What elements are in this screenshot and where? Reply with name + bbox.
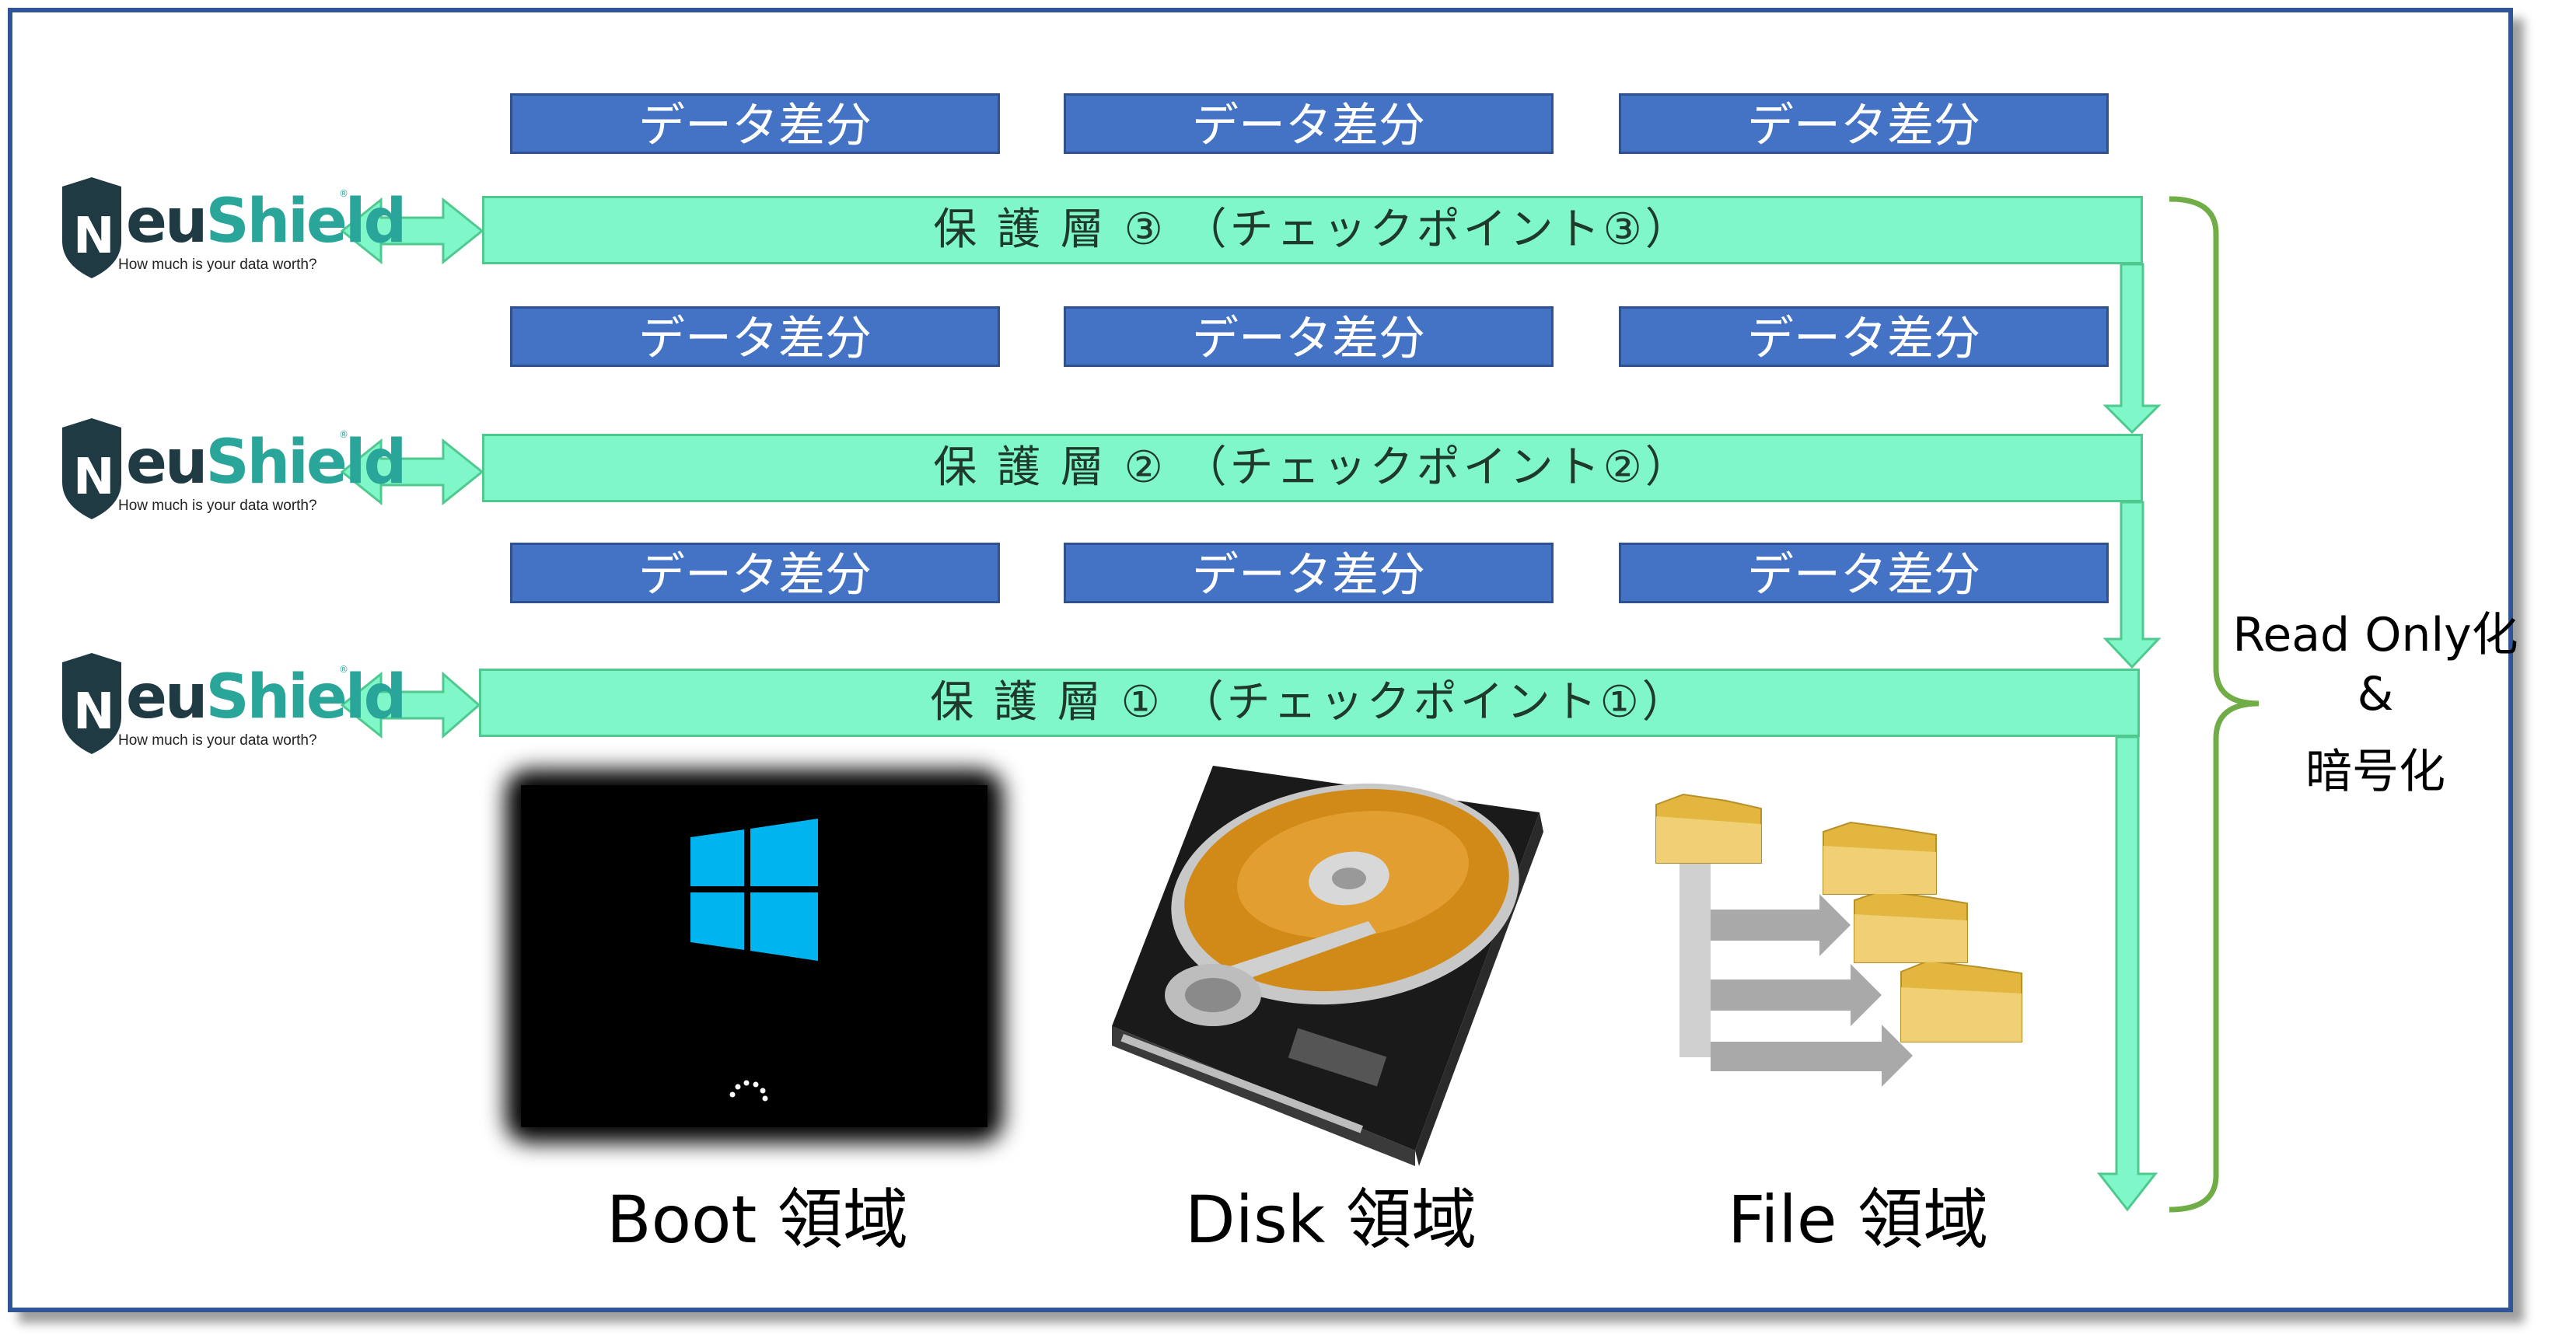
- logo-tagline: How much is your data worth?: [118, 498, 317, 514]
- side-label-line3: 暗号化: [2305, 745, 2445, 799]
- shield-icon: [62, 177, 121, 754]
- logo-eu: eu: [126, 428, 208, 498]
- logo-reg-mark: ®: [339, 664, 348, 675]
- data-diff-box: データ差分: [510, 93, 1000, 154]
- disk-region-caption: Disk 領域: [1185, 1182, 1477, 1258]
- logo-eu: eu: [126, 187, 208, 257]
- protection-layer-2: 保 護 層 ② （チェックポイント②）: [482, 434, 2143, 502]
- data-diff-box: データ差分: [1619, 543, 2109, 603]
- data-diff-box: データ差分: [1619, 93, 2109, 154]
- protection-layer-3: 保 護 層 ③ （チェックポイント③）: [482, 196, 2143, 264]
- data-diff-box: データ差分: [1064, 93, 1554, 154]
- data-diff-box: データ差分: [510, 543, 1000, 603]
- down-arrow-icon: [2102, 501, 2162, 669]
- side-label-line1: Read Only化: [2232, 608, 2518, 662]
- data-diff-box: データ差分: [1064, 543, 1554, 603]
- svg-text:N: N: [73, 683, 115, 741]
- double-arrow-icon: [340, 197, 484, 265]
- boot-region-caption: Boot 領域: [606, 1182, 909, 1258]
- data-diff-box: データ差分: [1619, 306, 2109, 367]
- down-arrow-icon: [2102, 263, 2162, 435]
- double-arrow-icon: [340, 671, 481, 739]
- logo-shield: Shield: [205, 662, 407, 732]
- logo-shield: Shield: [205, 187, 407, 257]
- logo-eu: eu: [126, 662, 208, 732]
- folder-tree-icon: [1655, 793, 2022, 1087]
- protection-layer-1: 保 護 層 ① （チェックポイント①）: [479, 669, 2140, 737]
- logo-shield: Shield: [205, 428, 407, 498]
- file-region-caption: File 領域: [1728, 1182, 1989, 1258]
- logo-reg-mark: ®: [339, 429, 348, 440]
- data-diff-box: データ差分: [510, 306, 1000, 367]
- neushield-logo: euShield ® How much is your data worth?: [62, 656, 407, 757]
- windows-logo-icon: [690, 819, 818, 961]
- brace-icon: [2169, 196, 2260, 1213]
- neushield-logo: euShield ® How much is your data worth?: [62, 180, 407, 281]
- double-arrow-icon: [340, 438, 484, 506]
- logo-reg-mark: ®: [339, 188, 348, 199]
- windows-boot-screen: [505, 770, 1003, 1143]
- hard-disk-icon: [1112, 766, 1543, 1166]
- loading-spinner-icon: [729, 1080, 768, 1102]
- logo-tagline: How much is your data worth?: [118, 732, 317, 749]
- down-arrow-icon: [2096, 735, 2158, 1212]
- logo-tagline: How much is your data worth?: [118, 257, 317, 273]
- svg-text:N: N: [73, 208, 115, 265]
- neushield-logo: euShield ® How much is your data worth?: [62, 421, 407, 522]
- svg-text:N: N: [73, 449, 115, 506]
- side-label-line2: &: [2357, 667, 2394, 721]
- data-diff-box: データ差分: [1064, 306, 1554, 367]
